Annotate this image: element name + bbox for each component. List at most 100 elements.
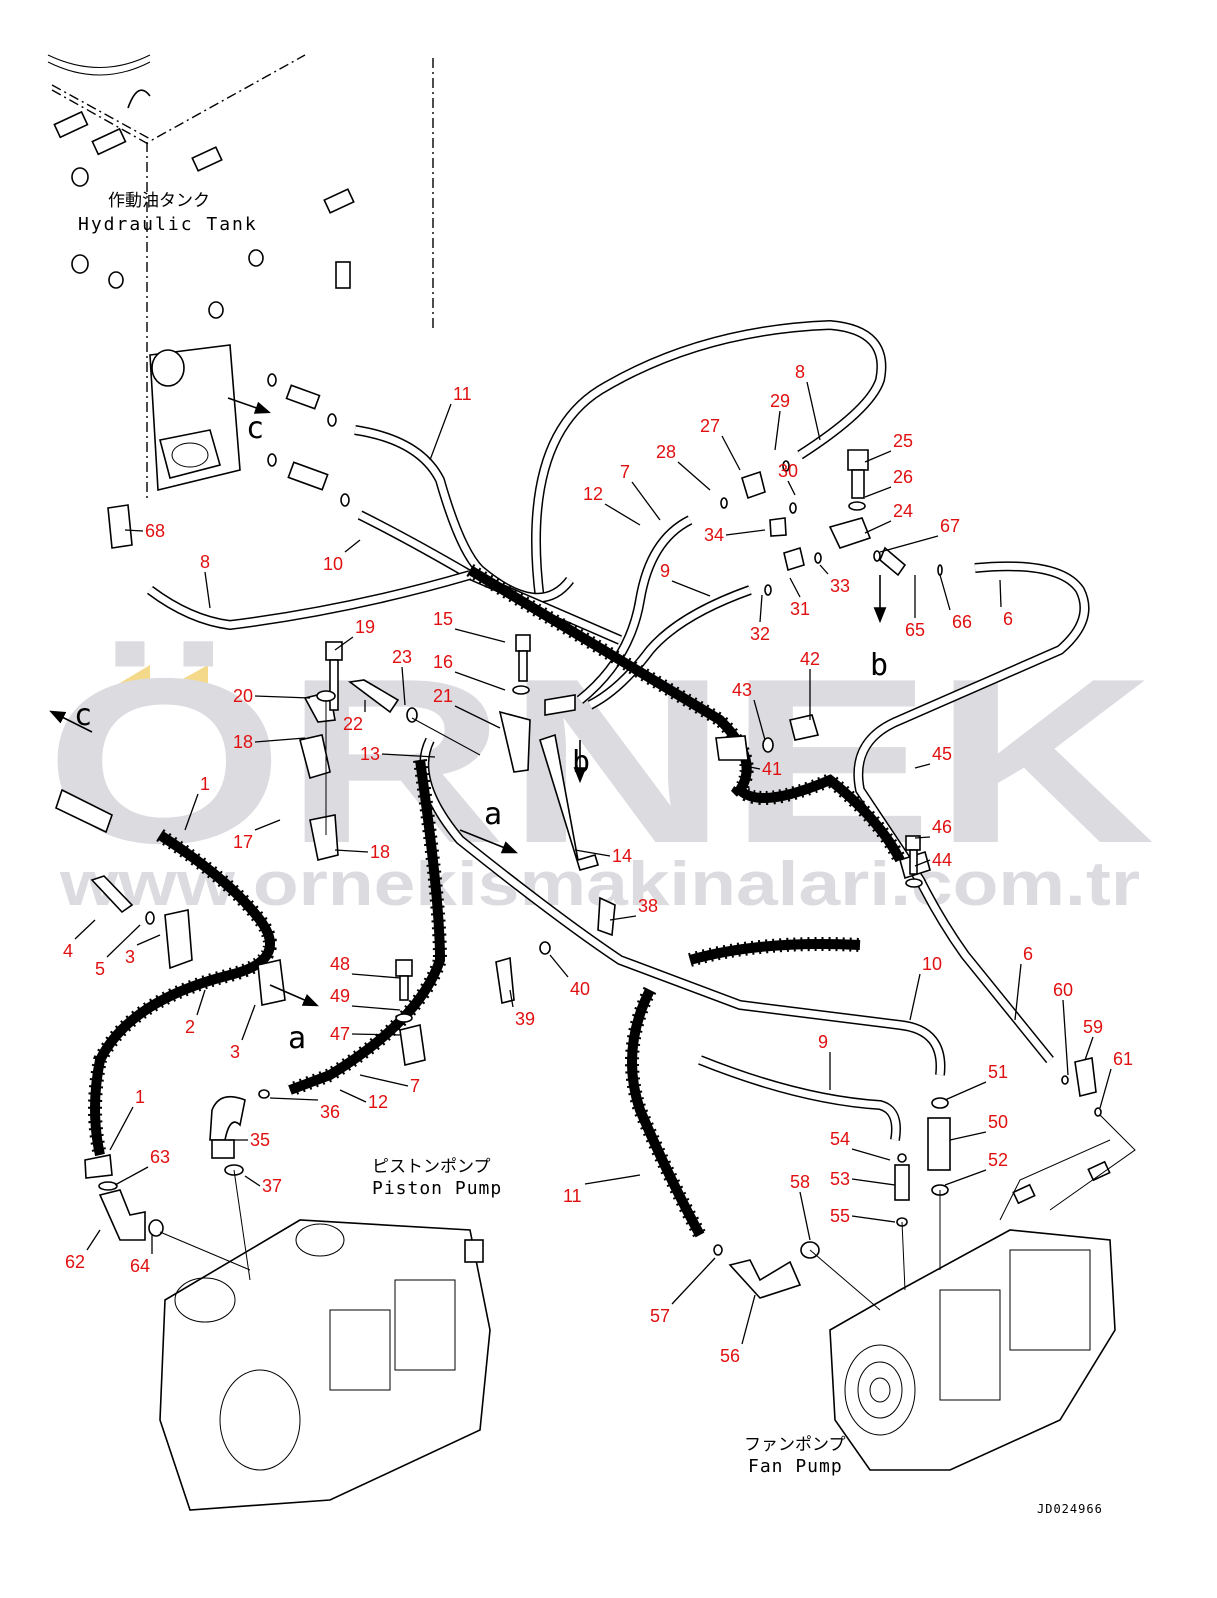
callout-59: 59 [1083, 1017, 1103, 1061]
callout-leader [106, 924, 141, 958]
view-marker-a-left: a [288, 1021, 306, 1056]
callout-21: 21 [433, 686, 501, 729]
callout-number: 14 [612, 846, 632, 866]
callout-leader [799, 1191, 811, 1241]
hydraulic-tank-label-jp: 作動油タンク [108, 191, 210, 211]
callout-leader [254, 737, 306, 743]
callout-57: 57 [650, 1257, 716, 1326]
callout-number: 13 [360, 744, 380, 764]
lower-fittings [84, 1057, 1102, 1299]
callout-44: 44 [914, 850, 952, 870]
callout-45: 45 [914, 744, 952, 769]
piston-pump-label-jp: ピストンポンプ [372, 1157, 491, 1177]
callout-number: 18 [233, 732, 253, 752]
callout-38: 38 [609, 896, 658, 921]
callout-62: 62 [65, 1229, 101, 1272]
callout-leader [819, 564, 829, 575]
callout-number: 9 [818, 1032, 828, 1052]
hydraulic-tank: 作動油タンク Hydraulic Tank c [47, 54, 434, 507]
callout-leader [1062, 999, 1069, 1076]
callout-number: 56 [720, 1346, 740, 1366]
callout-13: 13 [360, 744, 436, 764]
callout-number: 38 [638, 896, 658, 916]
callout-47: 47 [330, 1024, 401, 1044]
callout-number: 27 [700, 416, 720, 436]
callout-leader [351, 1033, 401, 1036]
callout-35: 35 [228, 1130, 270, 1150]
callout-leader [789, 577, 801, 598]
callout-number: 11 [453, 384, 472, 404]
callout-leader [753, 699, 766, 741]
callout-leader [864, 450, 892, 463]
callout-54: 54 [830, 1129, 891, 1161]
callout-leader [851, 1148, 891, 1161]
watermark: ÖRNEK www.ornekismakinalari.com.tr [45, 629, 1155, 919]
callout-leader [739, 764, 761, 770]
callout-14: 14 [574, 846, 632, 866]
callout-leader [944, 1169, 987, 1186]
callout-number: 41 [762, 759, 782, 779]
callout-leader [359, 1074, 409, 1087]
callout-leader [184, 793, 199, 831]
fan-pump-label-jp: ファンポンプ [744, 1435, 846, 1455]
callout-number: 23 [392, 647, 412, 667]
callout-leader [429, 403, 452, 461]
callout-number: 32 [750, 624, 770, 644]
callout-11: 11 [563, 1174, 641, 1206]
callout-number: 30 [778, 461, 798, 481]
callout-leader [944, 1081, 987, 1101]
callout-65: 65 [905, 575, 925, 640]
callout-leader [806, 381, 821, 441]
callout-number: 53 [830, 1169, 850, 1189]
callout-18: 18 [334, 842, 390, 862]
callout-leader [509, 989, 514, 1008]
callout-number: 6 [1003, 609, 1013, 629]
callout-number: 20 [233, 686, 253, 706]
callout-leader [725, 529, 766, 536]
callout-22: 22 [343, 700, 366, 734]
callout-number: 22 [343, 714, 363, 734]
callout-number: 5 [95, 959, 105, 979]
callout-number: 50 [988, 1112, 1008, 1132]
callout-leader [86, 1229, 101, 1251]
callout-17: 17 [233, 819, 281, 852]
callout-37: 37 [244, 1175, 282, 1196]
callout-3: 3 [125, 934, 161, 967]
callout-number: 61 [1113, 1049, 1133, 1069]
callout-leader [609, 915, 637, 921]
callout-10: 10 [323, 539, 361, 574]
callout-leader [1099, 1068, 1112, 1109]
callout-3: 3 [230, 1004, 256, 1062]
callout-55: 55 [830, 1206, 896, 1226]
callout-1: 1 [109, 1087, 145, 1151]
callout-number: 43 [732, 680, 752, 700]
callout-number: 59 [1083, 1017, 1103, 1037]
callout-leader [787, 480, 796, 496]
callout-number: 17 [233, 832, 253, 852]
callout-number: 49 [330, 986, 350, 1006]
callout-leader [759, 594, 763, 623]
callout-leader [584, 1174, 641, 1185]
callout-number: 6 [1023, 944, 1033, 964]
callout-11: 11 [429, 384, 472, 461]
callout-5: 5 [95, 924, 141, 979]
callout-27: 27 [700, 416, 741, 471]
callout-19: 19 [334, 617, 375, 651]
callout-24: 24 [864, 501, 913, 534]
callout-number: 1 [135, 1087, 145, 1107]
callout-number: 64 [130, 1256, 150, 1276]
callout-number: 29 [770, 391, 790, 411]
callout-39: 39 [509, 989, 535, 1029]
callout-53: 53 [830, 1169, 896, 1189]
fan-pump: ファンポンプ Fan Pump [744, 1139, 1116, 1477]
callout-number: 68 [145, 521, 165, 541]
callout-number: 58 [790, 1172, 810, 1192]
callout-15: 15 [433, 609, 506, 643]
callout-number: 62 [65, 1252, 85, 1272]
guide-lines [159, 700, 1136, 1311]
callout-number: 2 [185, 1017, 195, 1037]
callout-32: 32 [750, 594, 770, 644]
callout-36: 36 [269, 1097, 340, 1122]
